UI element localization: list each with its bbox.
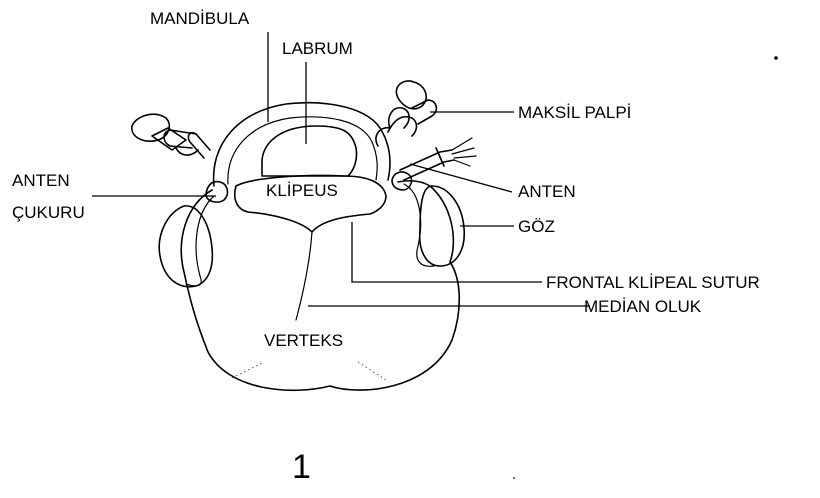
left-maxillary-palp: [132, 114, 210, 158]
label-klipeus: KLİPEUS: [266, 181, 338, 200]
label-anten: ANTEN: [518, 182, 576, 201]
label-median-oluk: MEDİAN OLUK: [584, 297, 702, 316]
right-antenna: [400, 138, 476, 180]
figure-number: 1: [292, 448, 311, 486]
label-labrum: LABRUM: [282, 39, 353, 58]
label-verteks: VERTEKS: [264, 331, 343, 350]
label-maksil-palpi: MAKSİL PALPİ: [518, 103, 631, 122]
right-compound-eye: [420, 186, 465, 266]
vertex-suture-right: [358, 362, 386, 380]
head-capsule: [181, 181, 459, 390]
labrum: [262, 126, 357, 176]
head-inner-rim-right: [404, 184, 434, 266]
speck-bottom: [513, 477, 515, 479]
label-frontal-klipeal-sutur: FRONTAL KLİPEAL SUTUR: [546, 273, 760, 292]
label-mandibula: MANDİBULA: [150, 9, 250, 28]
left-compound-eye: [159, 206, 212, 287]
label-goz: GÖZ: [518, 217, 555, 236]
vertex-suture-left: [232, 362, 264, 378]
leader-frontal-klipeal-sutur: [352, 222, 542, 282]
median-groove: [296, 232, 312, 320]
leader-anten: [410, 164, 512, 192]
label-anten-cukuru-line2: ÇUKURU: [12, 203, 85, 222]
label-anten-cukuru-line1: ANTEN: [12, 171, 70, 190]
speck-top-right: [774, 56, 778, 60]
